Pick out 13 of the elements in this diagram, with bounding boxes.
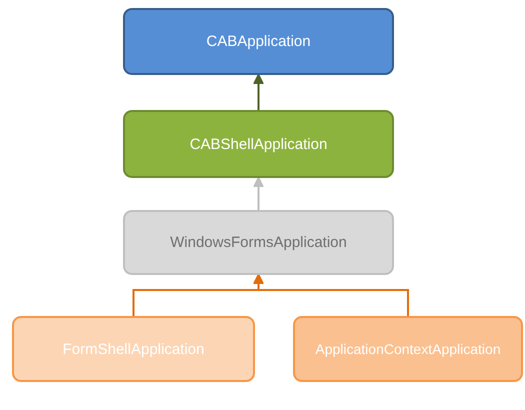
class-box xyxy=(123,8,394,75)
class-box xyxy=(123,210,394,275)
class-box xyxy=(12,316,255,382)
class-box xyxy=(293,316,523,382)
class-name: WindowsFormsApplication xyxy=(170,234,347,251)
arrow xyxy=(253,176,264,210)
class-name: CABShellApplication xyxy=(190,136,328,152)
class-name: FormShellApplication xyxy=(62,340,204,358)
arrow xyxy=(253,274,409,316)
class-box xyxy=(123,110,394,178)
class-name: CABApplication xyxy=(206,33,311,50)
arrow xyxy=(253,74,264,110)
class-name: ApplicationContextApplication xyxy=(315,341,501,357)
